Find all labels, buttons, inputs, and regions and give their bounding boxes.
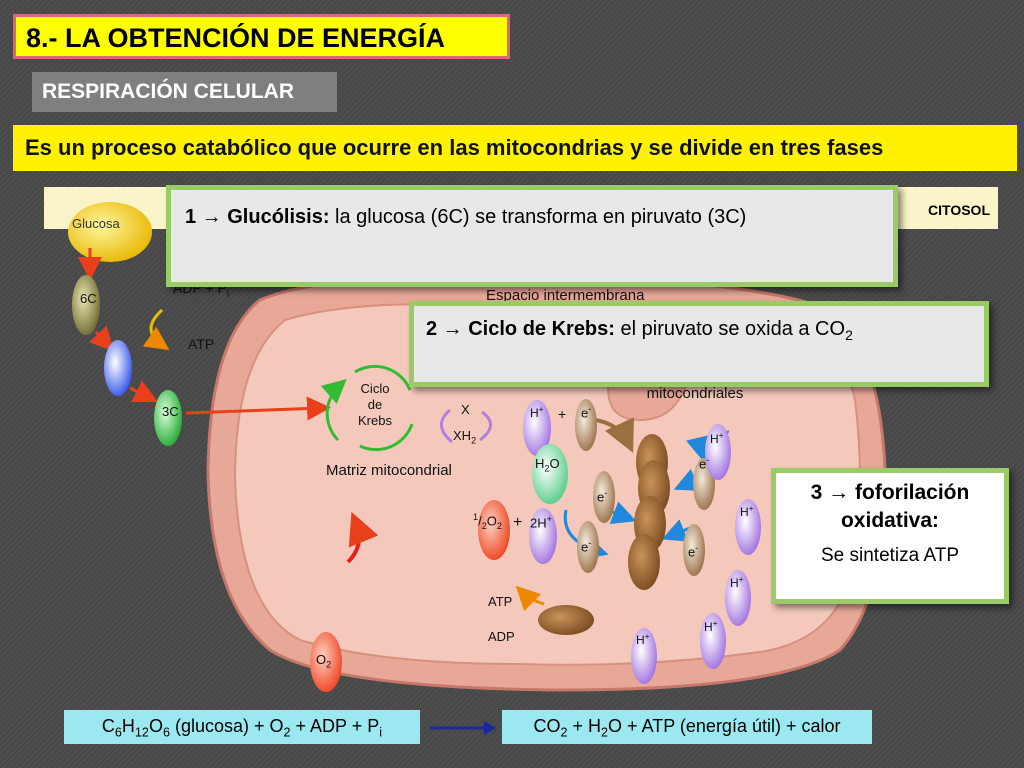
equation-reactants: C6H12O6 (glucosa) + O2 + ADP + Pi (64, 710, 420, 744)
pyruvate-red-arrow (346, 511, 379, 564)
glucose-label: Glucosa (72, 216, 120, 231)
proton-5 (725, 570, 751, 626)
hplus-label-1: H+ (530, 404, 544, 420)
adp-atp-arrow (142, 308, 170, 351)
o2-label: O2 (316, 652, 332, 670)
hplus-label-2: H+ (710, 430, 724, 446)
glucose-molecule (68, 202, 152, 262)
phase1-box: 1 → Glucólisis: la glucosa (6C) se trans… (171, 190, 893, 282)
equation-arrow (430, 721, 496, 735)
atp-synthase (538, 605, 594, 635)
hplus-label-6: H+ (636, 631, 650, 647)
xh2-arrows (440, 408, 492, 444)
phase3-line1: 3 → foforilación (810, 481, 970, 504)
electron-2 (593, 471, 615, 523)
citosol-label: CITOSOL (928, 202, 990, 218)
proton-1 (523, 400, 551, 456)
phase2-subscript: 2 (845, 327, 853, 343)
eminus-label-2: e- (597, 488, 608, 505)
electron-blue-arrow-4 (661, 519, 691, 542)
half-oxygen-molecule (478, 500, 510, 560)
adp-label-2: ADP (488, 629, 515, 644)
half-o2-label: 1/2O2 (473, 512, 502, 531)
3c-molecule (154, 390, 182, 446)
equation-products: CO2 + H2O + ATP (energía útil) + calor (502, 710, 872, 744)
6c-molecule (72, 275, 100, 335)
page-title: 8.- LA OBTENCIÓN DE ENERGÍA (13, 14, 510, 59)
plus-label-2: + (513, 514, 523, 531)
water-molecule (532, 444, 568, 504)
electron-brown-arrow (595, 417, 634, 453)
proton-4 (735, 499, 761, 555)
proton-2 (529, 508, 557, 564)
x-label: X (461, 402, 470, 417)
eminus-label-3: e- (581, 538, 592, 555)
electron-3 (577, 521, 599, 573)
eminus-label-4: e- (699, 455, 710, 472)
phase2-text: el piruvato se oxida a CO (620, 318, 846, 340)
atp-label-2: ATP (488, 594, 513, 609)
electron-5 (683, 524, 705, 576)
proton-7 (631, 628, 657, 684)
phase3-line3: Se sintetiza ATP (821, 545, 959, 566)
atp-label: ATP (188, 336, 215, 352)
hplus-label-5: H+ (704, 618, 718, 634)
oxygen-molecule (310, 632, 342, 692)
eminus-label-5: e- (688, 543, 699, 560)
description-banner: Es un proceso catabólico que ocurre en l… (13, 125, 1017, 171)
electron-1 (575, 399, 597, 451)
plus-label-1: + (558, 406, 567, 422)
adp-pi-label: ADP + Pi (173, 280, 230, 300)
phase1-text: la glucosa (6C) se transforma en piruvat… (335, 206, 747, 228)
intermediate-molecule (104, 340, 132, 396)
2h-label: 2H+ (530, 514, 552, 531)
h2o-label: H2O (535, 456, 560, 474)
hplus-label-3: H+ (740, 503, 754, 519)
phase3-line2: oxidativa: (840, 509, 940, 532)
section-subtitle: RESPIRACIÓN CELULAR (32, 72, 337, 112)
3c-label: 3C (162, 404, 179, 419)
krebs-cycle-arrows (327, 364, 414, 452)
phase2-heading: 2 → Ciclo de Krebs: (426, 318, 615, 340)
electron-blue-arrow-2 (609, 501, 637, 524)
xh2-label: XH2 (453, 428, 477, 446)
phase3-box: 3 → foforilación oxidativa: Se sintetiza… (776, 473, 1004, 599)
intermembrane-space-label: Espacio intermembrana (486, 287, 645, 304)
proton-3 (705, 424, 731, 480)
proton-6 (700, 613, 726, 669)
hplus-label-4: H+ (730, 574, 744, 590)
complex-4 (628, 534, 660, 590)
6c-label: 6C (80, 291, 97, 306)
phase1-heading: 1 → Glucólisis: (185, 206, 330, 228)
matrix-label: Matriz mitocondrial (326, 462, 452, 479)
atp-synthase-arrow (515, 585, 545, 612)
eminus-label-1: e- (581, 404, 592, 421)
phase2-box: 2 → Ciclo de Krebs: el piruvato se oxida… (414, 306, 984, 382)
